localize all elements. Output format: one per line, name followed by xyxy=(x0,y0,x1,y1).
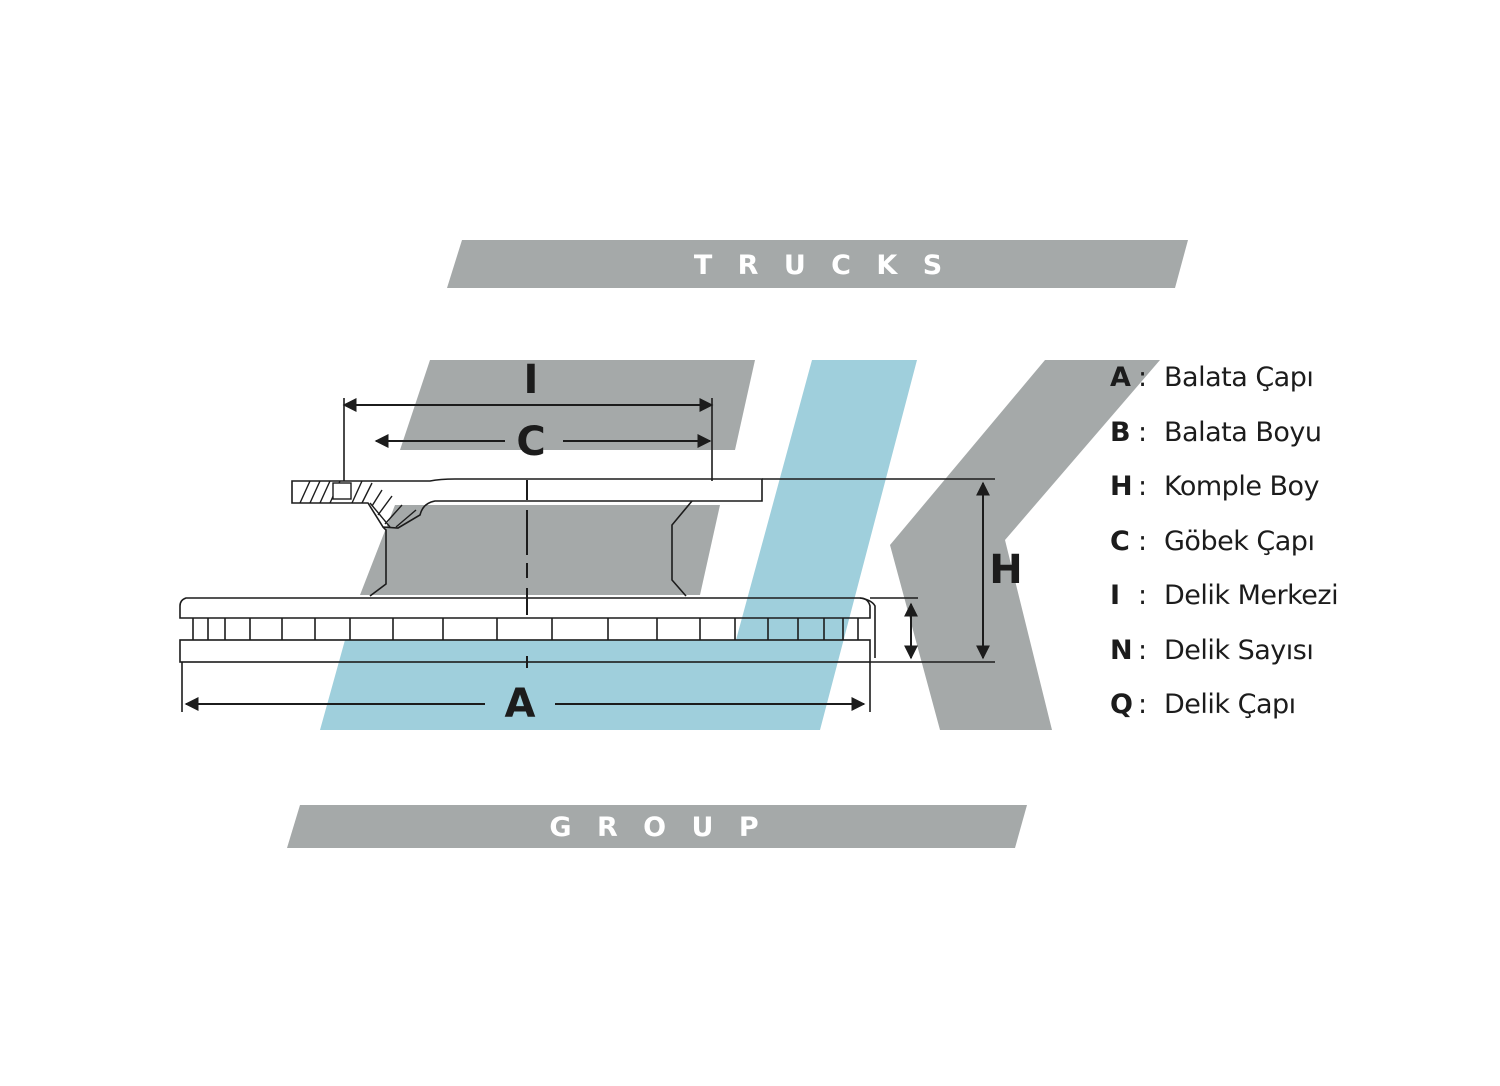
legend-separator: : xyxy=(1138,689,1147,720)
legend-description: Göbek Çapı xyxy=(1164,525,1315,557)
dimension-legend: A : Balata Çapı B : Balata Boyu H : Komp… xyxy=(1110,362,1450,744)
legend-separator: : xyxy=(1138,416,1147,448)
legend-code: I xyxy=(1110,580,1120,611)
hub-left-wall xyxy=(369,526,387,597)
dimension-lines xyxy=(184,398,990,711)
legend-item: H : Komple Boy xyxy=(1110,471,1450,526)
legend-item: I : Delik Merkezi xyxy=(1110,580,1450,635)
group-word: G R O U P xyxy=(549,812,766,843)
watermark-logo: T R U C K S G R O U P xyxy=(287,240,1188,848)
legend-description: Delik Merkezi xyxy=(1164,580,1339,611)
dimension-label-i: I xyxy=(524,357,539,403)
legend-separator: : xyxy=(1138,362,1147,393)
legend-code: C xyxy=(1110,525,1130,557)
legend-separator: : xyxy=(1138,525,1147,557)
legend-item: B : Balata Boyu xyxy=(1110,417,1450,472)
legend-separator: : xyxy=(1138,634,1147,666)
legend-description: Balata Çapı xyxy=(1164,362,1314,393)
disc-edge xyxy=(859,597,876,658)
legend-description: Komple Boy xyxy=(1164,471,1320,502)
dimension-label-h: H xyxy=(989,547,1022,593)
vent-ribs xyxy=(192,618,859,640)
legend-code: Q xyxy=(1110,689,1133,720)
legend-item: C : Göbek Çapı xyxy=(1110,526,1450,581)
legend-item: A : Balata Çapı xyxy=(1110,362,1450,417)
legend-code: N xyxy=(1110,634,1133,666)
legend-code: H xyxy=(1110,471,1133,502)
dimension-label-c: C xyxy=(516,419,545,465)
dimension-label-a: A xyxy=(505,681,536,727)
legend-separator: : xyxy=(1138,471,1147,502)
e-letter-middle xyxy=(360,505,720,595)
legend-code: B xyxy=(1110,416,1131,448)
legend-description: Delik Sayısı xyxy=(1164,634,1314,666)
legend-item: N : Delik Sayısı xyxy=(1110,635,1450,690)
hub-hatching xyxy=(299,480,417,528)
disc-bottom-plate xyxy=(179,639,871,663)
legend-item: Q : Delik Çapı xyxy=(1110,689,1450,744)
legend-description: Delik Çapı xyxy=(1164,689,1296,720)
trucks-band xyxy=(447,240,1188,288)
hub-flange xyxy=(291,478,763,529)
legend-description: Balata Boyu xyxy=(1164,416,1322,448)
group-band xyxy=(287,805,1027,848)
legend-code: A xyxy=(1110,362,1131,393)
brake-disc-drawing xyxy=(179,398,995,712)
trucks-word: T R U C K S xyxy=(694,250,950,281)
legend-separator: : xyxy=(1138,580,1147,611)
k-arm xyxy=(890,360,1160,730)
hub-right-wall xyxy=(671,500,693,597)
